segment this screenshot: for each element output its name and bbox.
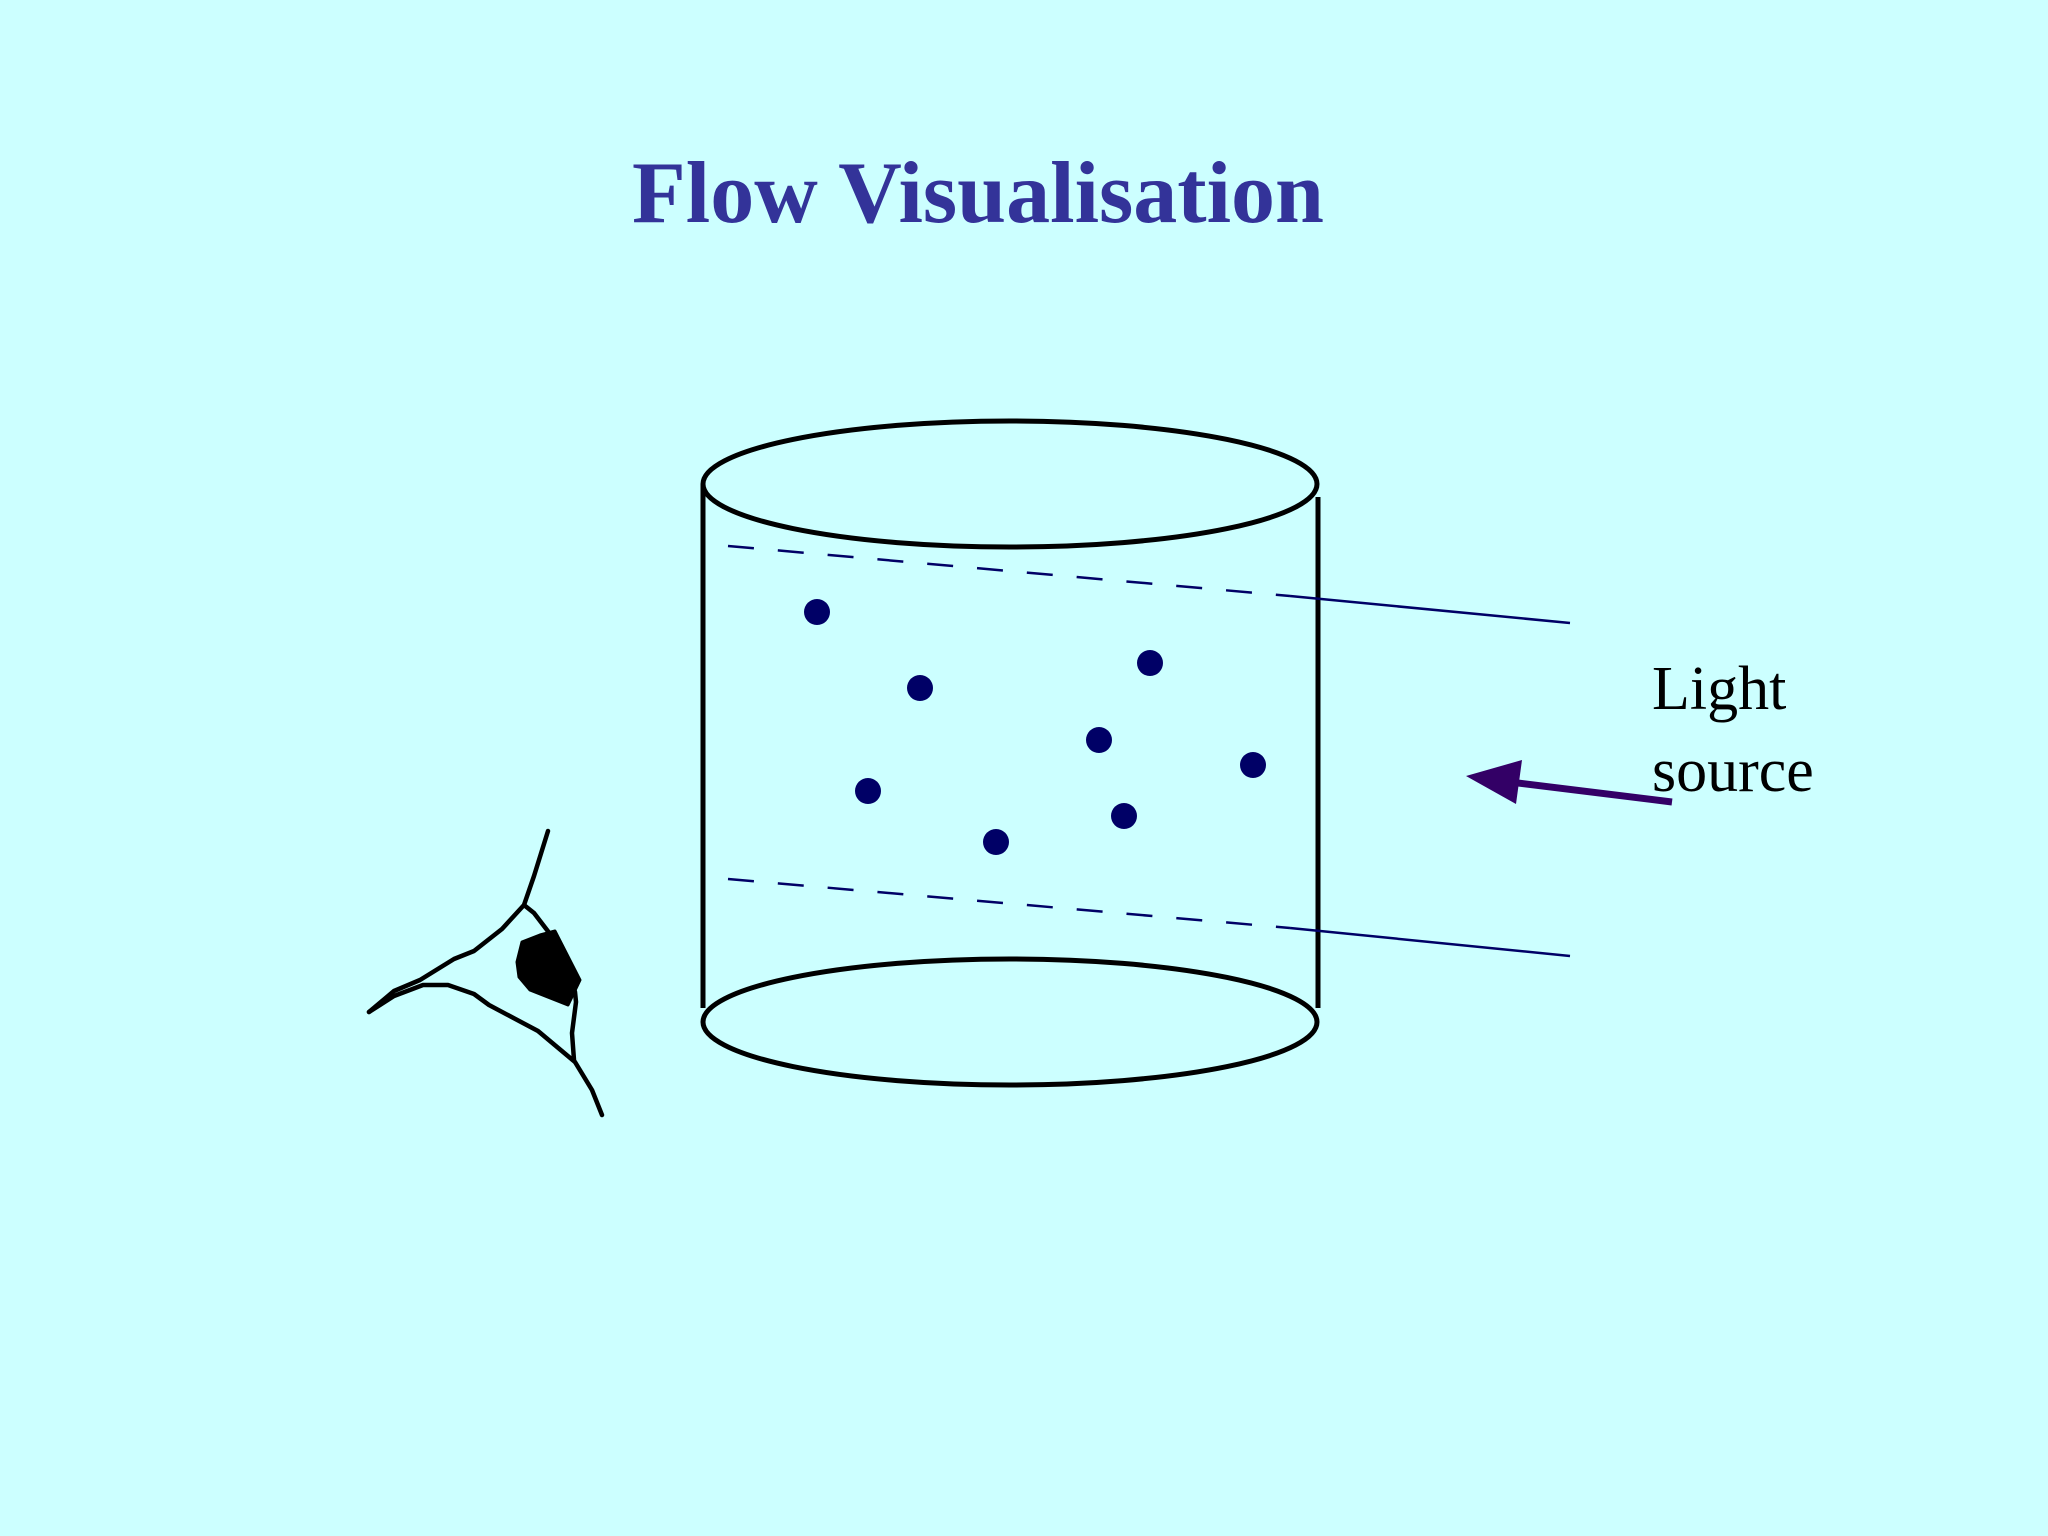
tracer-particles xyxy=(804,599,1266,855)
tracer-particle xyxy=(907,675,933,701)
light-sheet-bottom-solid xyxy=(1289,926,1571,958)
slide-title: Flow Visualisation xyxy=(632,145,1324,242)
light-source-label-line1: Light xyxy=(1652,655,1787,723)
arrow-left-icon xyxy=(1466,760,1673,806)
light-sheet-top-dashed xyxy=(727,544,1291,598)
light-sheet-bottom-dashed xyxy=(727,877,1291,930)
light-sheet-top-solid xyxy=(1289,594,1571,625)
tracer-particle xyxy=(1137,650,1163,676)
eye-pupil xyxy=(515,929,582,1007)
tracer-particle xyxy=(1111,803,1137,829)
light-source-label: Light source xyxy=(1652,648,1814,812)
cylinder-tank xyxy=(700,418,1321,1088)
tracer-particle xyxy=(1086,727,1112,753)
tracer-particle xyxy=(1240,752,1266,778)
cylinder-bottom-rim xyxy=(700,956,1320,1088)
tracer-particle xyxy=(855,778,881,804)
light-source-label-line2: source xyxy=(1652,737,1814,805)
tracer-particle xyxy=(983,829,1009,855)
light-sheet xyxy=(727,544,1571,958)
cylinder-top-rim xyxy=(700,418,1320,550)
eye-icon xyxy=(366,828,605,1118)
tracer-particle xyxy=(804,599,830,625)
